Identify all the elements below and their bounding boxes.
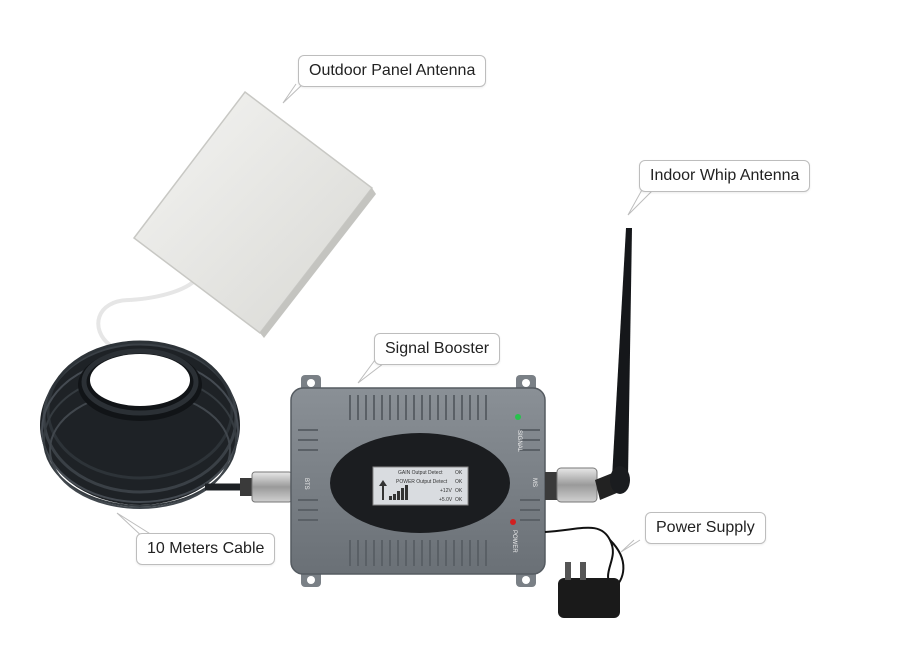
power-label: POWER — [511, 530, 517, 553]
signal-label: SIGNAL — [516, 430, 522, 453]
power-led-icon — [510, 519, 516, 525]
cable-callout: 10 Meters Cable — [136, 533, 276, 565]
signal-booster-label: Signal Booster — [385, 340, 490, 357]
outdoor-panel-antenna — [96, 90, 376, 347]
coiled-cable — [40, 340, 240, 509]
outdoor-antenna-label: Outdoor Panel Antenna — [309, 62, 476, 79]
cable-label: 10 Meters Cable — [147, 540, 265, 557]
lcd-line-3-status: OK — [455, 488, 463, 494]
indoor-antenna-callout: Indoor Whip Antenna — [639, 160, 811, 192]
lcd-screen — [372, 466, 469, 506]
lcd-line-1-status: OK — [455, 470, 463, 476]
bts-port-label: BTS — [303, 478, 309, 490]
cable-connector-left — [205, 471, 293, 503]
lcd-line-2-label: POWER Output Detect — [396, 479, 448, 485]
power-supply-label: Power Supply — [656, 519, 755, 536]
signal-led-icon — [515, 414, 521, 420]
lcd-line-4-status: OK — [455, 497, 463, 503]
indoor-antenna-label: Indoor Whip Antenna — [650, 167, 800, 184]
power-supply-adapter — [544, 526, 625, 618]
signal-booster-callout: Signal Booster — [374, 333, 501, 365]
outdoor-antenna-callout: Outdoor Panel Antenna — [298, 55, 487, 87]
lcd-line-1-label: GAIN Output Detect — [398, 470, 443, 476]
signal-bars-icon — [379, 480, 408, 500]
ms-port-label: MS — [531, 478, 537, 487]
lcd-line-2-status: OK — [455, 479, 463, 485]
signal-booster-unit: GAIN Output Detect OK POWER Output Detec… — [290, 375, 546, 587]
indoor-whip-antenna — [545, 228, 632, 503]
lcd-line-3-label: +12V — [440, 488, 452, 494]
power-supply-callout: Power Supply — [645, 512, 766, 544]
lcd-line-4-label: +5.0V — [439, 497, 453, 503]
